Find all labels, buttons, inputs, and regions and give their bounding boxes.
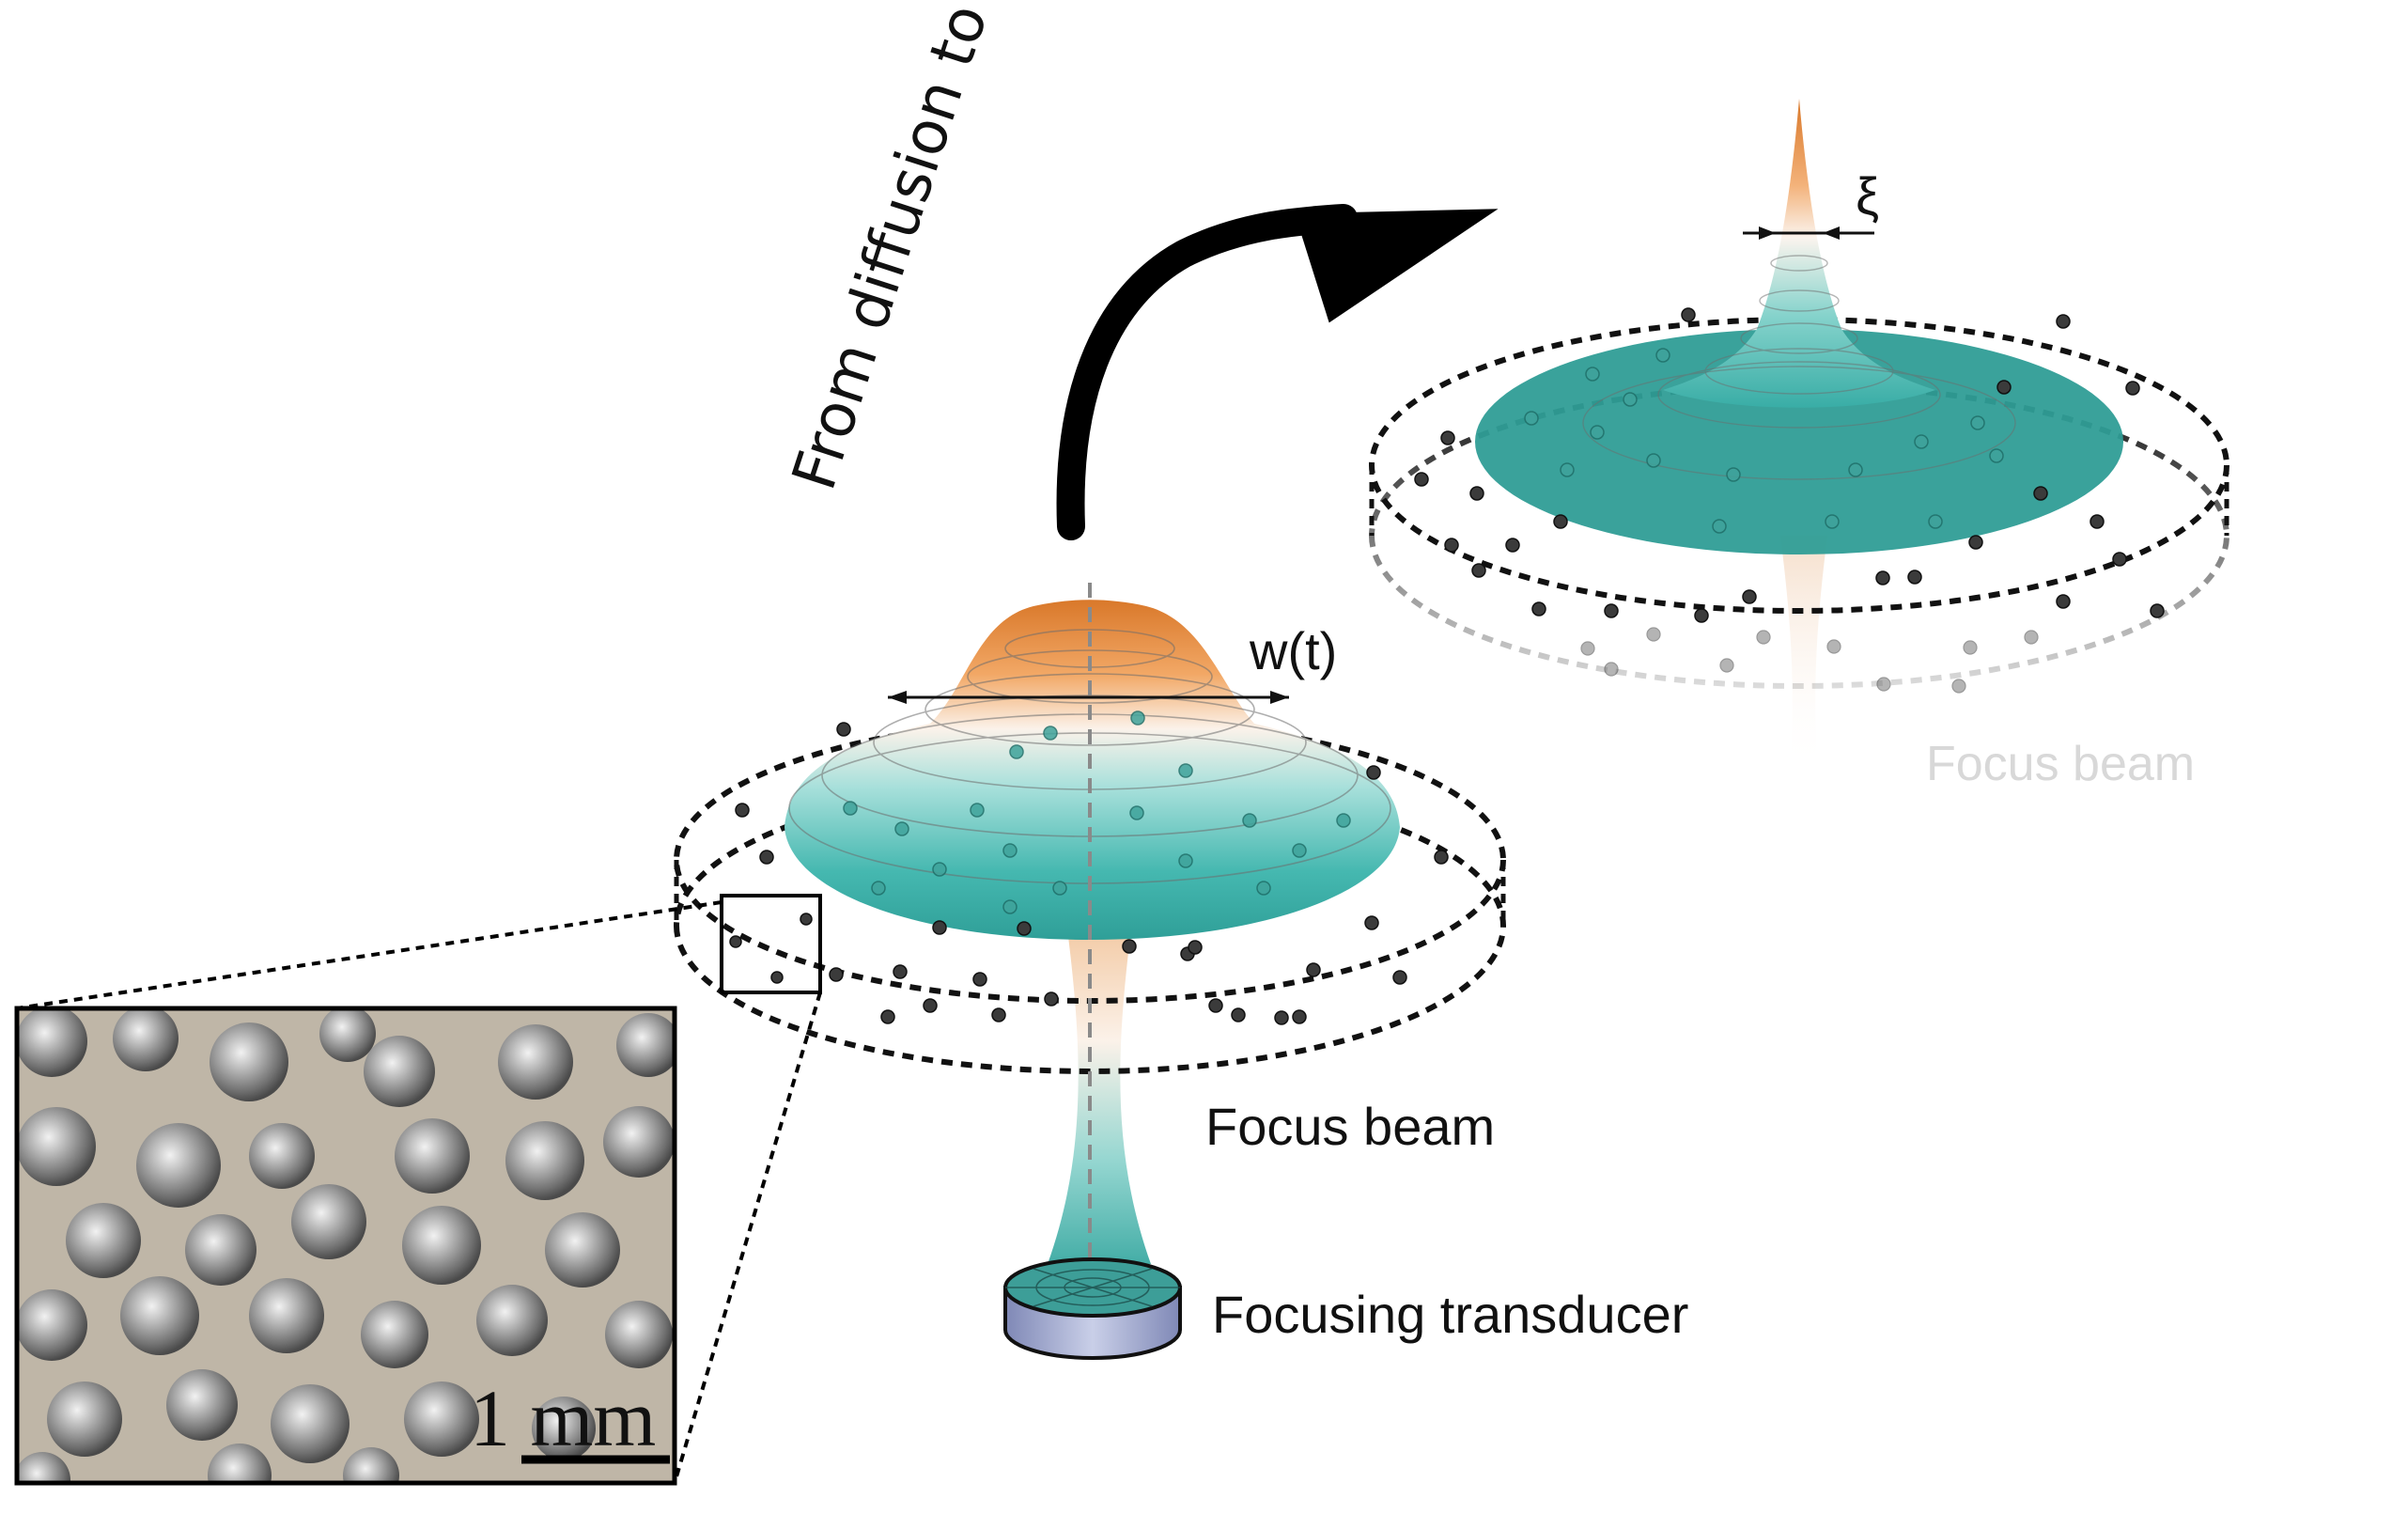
zoom-lines	[16, 900, 822, 1484]
transducer-label: Focusing transducer	[1212, 1285, 1688, 1344]
focusing-transducer	[1003, 1257, 1182, 1360]
loc-scatterer-dots	[1414, 307, 2165, 623]
xi-label: ξ	[1856, 166, 1879, 226]
focus-beam-label: Focus beam	[1205, 1097, 1495, 1156]
diffusion-scene: w(t) Focus beam	[674, 583, 1688, 1360]
loc-scatterer-dots-faded	[1580, 627, 2039, 694]
width-label: w(t)	[1249, 621, 1337, 680]
focus-beam-shape	[1048, 921, 1151, 1264]
xi-marker	[1743, 226, 1874, 240]
zoom-box	[720, 894, 822, 994]
focus-beam-faded-label: Focus beam	[1926, 737, 2195, 791]
microscope-inset: 1 mm	[14, 1006, 677, 1486]
focus-beam-faded-shape	[1780, 536, 1827, 771]
width-marker	[888, 691, 1289, 704]
localization-peak	[1663, 99, 1935, 408]
loc-scatterer-dots-inside	[1524, 348, 2004, 534]
diffusion-profile-surface	[785, 600, 1400, 940]
bead-image	[17, 1008, 675, 1483]
scale-bar-label: 1 mm	[470, 1373, 656, 1463]
transition-arrow	[1056, 204, 1499, 540]
localization-scene: ξ Focus beam	[1369, 99, 2230, 791]
scatterer-dots	[735, 722, 1449, 1025]
scatterer-dots-inside	[843, 710, 1351, 914]
peak-contours	[1582, 255, 2016, 480]
